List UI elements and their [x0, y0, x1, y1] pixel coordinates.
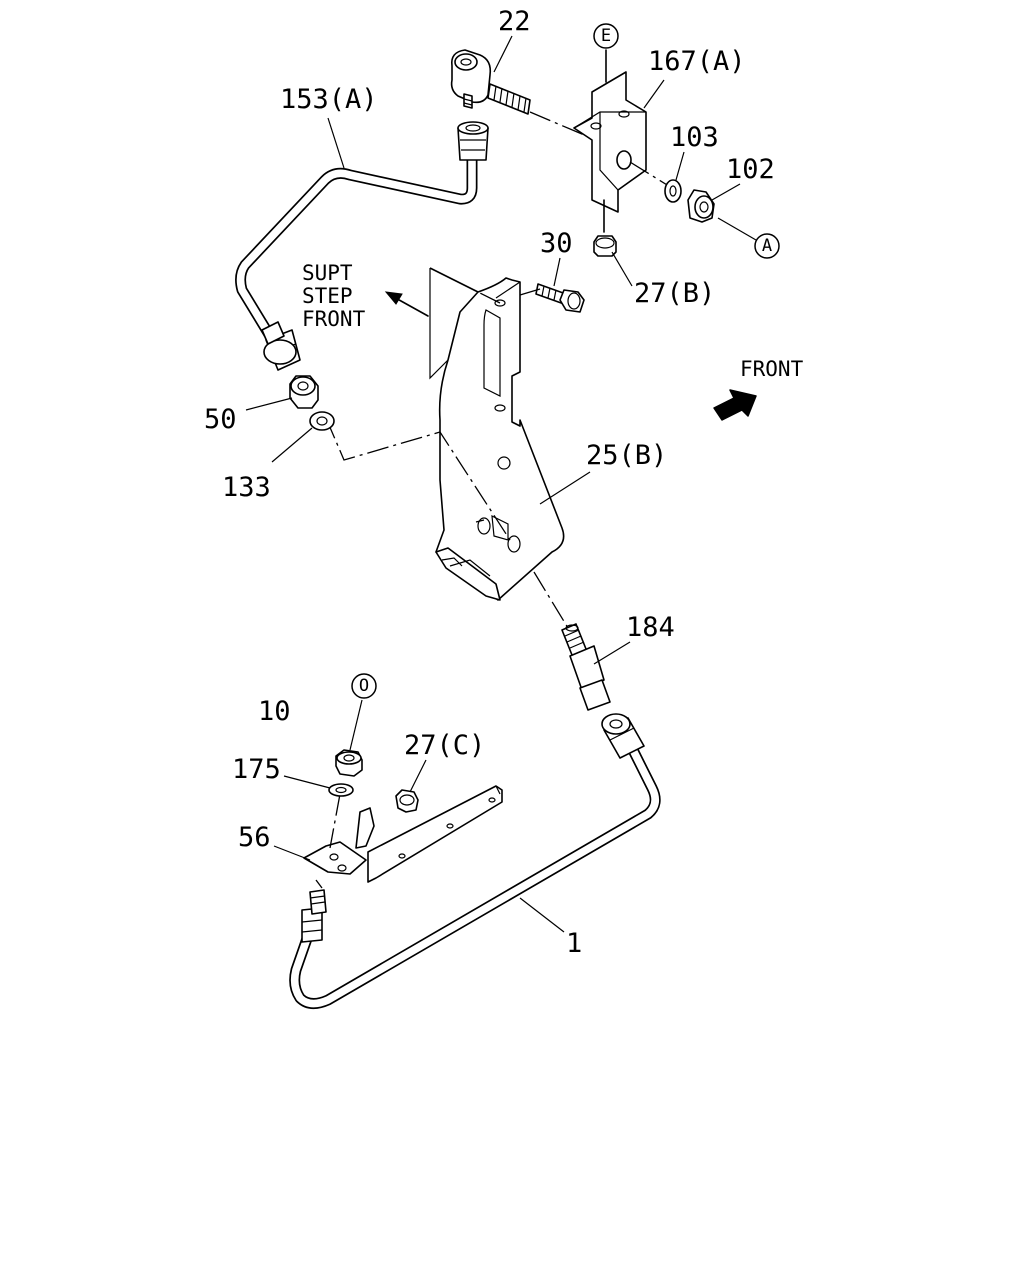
label-1: 1: [566, 928, 582, 959]
front-arrow-icon: [713, 389, 757, 421]
centerline-10: [329, 793, 341, 849]
flare-nut-top: [457, 121, 489, 161]
label-102: 102: [726, 154, 775, 185]
centerline-30b: [519, 288, 541, 296]
label-133: 133: [222, 472, 271, 503]
nut-102: [687, 189, 715, 223]
label-10: 10: [258, 696, 291, 727]
label-167a: 167(A): [648, 46, 746, 77]
note-supt-front: FRONT: [302, 307, 366, 331]
nut-27c: [395, 789, 419, 813]
label-184: 184: [626, 612, 675, 643]
label-56: 56: [238, 822, 271, 853]
label-27b: 27(B): [634, 278, 715, 309]
ref-circle-o: O: [351, 673, 377, 699]
union-184: [561, 623, 611, 711]
label-175: 175: [232, 754, 281, 785]
label-153a: 153(A): [280, 84, 378, 115]
bolt-30: [535, 283, 585, 313]
label-103: 103: [670, 122, 719, 153]
flare-nut-lower: [261, 321, 301, 371]
pipe-1: [289, 742, 661, 1009]
centerline-167a: [629, 161, 673, 189]
centerline-133: [325, 417, 511, 541]
svg-text:A: A: [762, 236, 772, 256]
centerline-22: [529, 111, 597, 141]
banjo-fitting-22: [450, 49, 531, 115]
note-front: FRONT: [740, 357, 804, 381]
bracket-167a: [573, 49, 647, 233]
washer-103: [664, 179, 682, 203]
nut-27b: [593, 235, 617, 257]
washer-175: [328, 783, 354, 797]
label-30: 30: [540, 228, 573, 259]
nut-10: [335, 749, 363, 777]
flare-nut-pipe1-bottom: [301, 889, 327, 943]
pipe-153a: [235, 144, 478, 342]
label-22: 22: [498, 6, 531, 37]
note-supt: SUPT: [302, 261, 353, 285]
ref-circle-e: E: [593, 23, 619, 49]
centerline-184: [533, 571, 569, 629]
leader-lines: [245, 35, 757, 933]
note-step: STEP: [302, 284, 353, 308]
flare-nut-pipe1-top: [601, 713, 645, 759]
svg-text:O: O: [359, 676, 369, 696]
centerline-56: [315, 879, 323, 889]
bracket-56: [303, 785, 503, 883]
label-25b: 25(B): [586, 440, 667, 471]
label-27c: 27(C): [404, 730, 485, 761]
bracket-25b: [429, 267, 565, 601]
nut-50: [289, 375, 319, 409]
supt-step-front-arrow: [384, 291, 429, 317]
ref-circle-a: A: [754, 233, 780, 259]
label-50: 50: [204, 404, 237, 435]
centerline-30: [473, 289, 501, 304]
svg-text:E: E: [601, 26, 611, 46]
washer-133: [309, 411, 335, 431]
